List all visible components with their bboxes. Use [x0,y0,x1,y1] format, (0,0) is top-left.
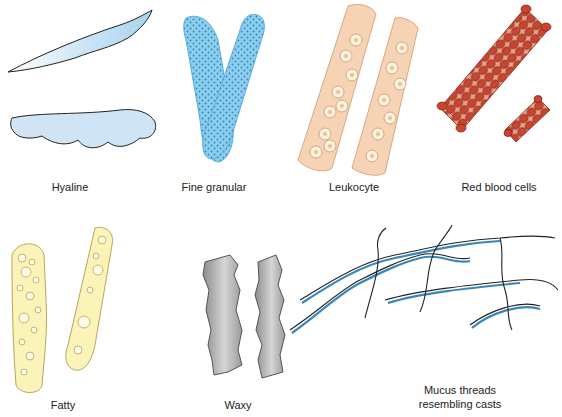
waxy-cast-body [255,255,285,378]
cast-label: Fine granular [182,180,247,194]
fatty-cast [12,227,113,392]
leukocyte-cast [298,4,418,175]
hyaline-cast [8,10,156,148]
rbc-cast [437,5,551,142]
mucus-thread-blue [292,241,540,333]
mucus-threads [290,225,558,333]
granular-cast [184,14,265,162]
granular-cast-body [203,14,265,158]
hyaline-cast-outline [8,10,152,72]
fat-droplet [17,236,106,375]
fatty-cast-body [66,227,113,370]
cast-label: Leukocyte [329,180,379,194]
cast-label: Mucus threads resembling casts [405,383,515,411]
mucus-thread-dark [290,225,558,330]
hyaline-cast-outline [11,110,156,148]
waxy-cast-body [203,255,242,375]
cast-label: Hyaline [52,180,89,194]
cast-label: Red blood cells [461,180,536,194]
waxy-cast [203,255,285,378]
white-cell [310,34,408,162]
red-cell [437,5,551,137]
cell-nucleus [314,38,404,158]
cast-label: Waxy [224,398,251,412]
cast-label: Fatty [51,398,75,412]
rbc-cast-body [505,98,550,142]
fatty-cast-body [12,244,47,393]
